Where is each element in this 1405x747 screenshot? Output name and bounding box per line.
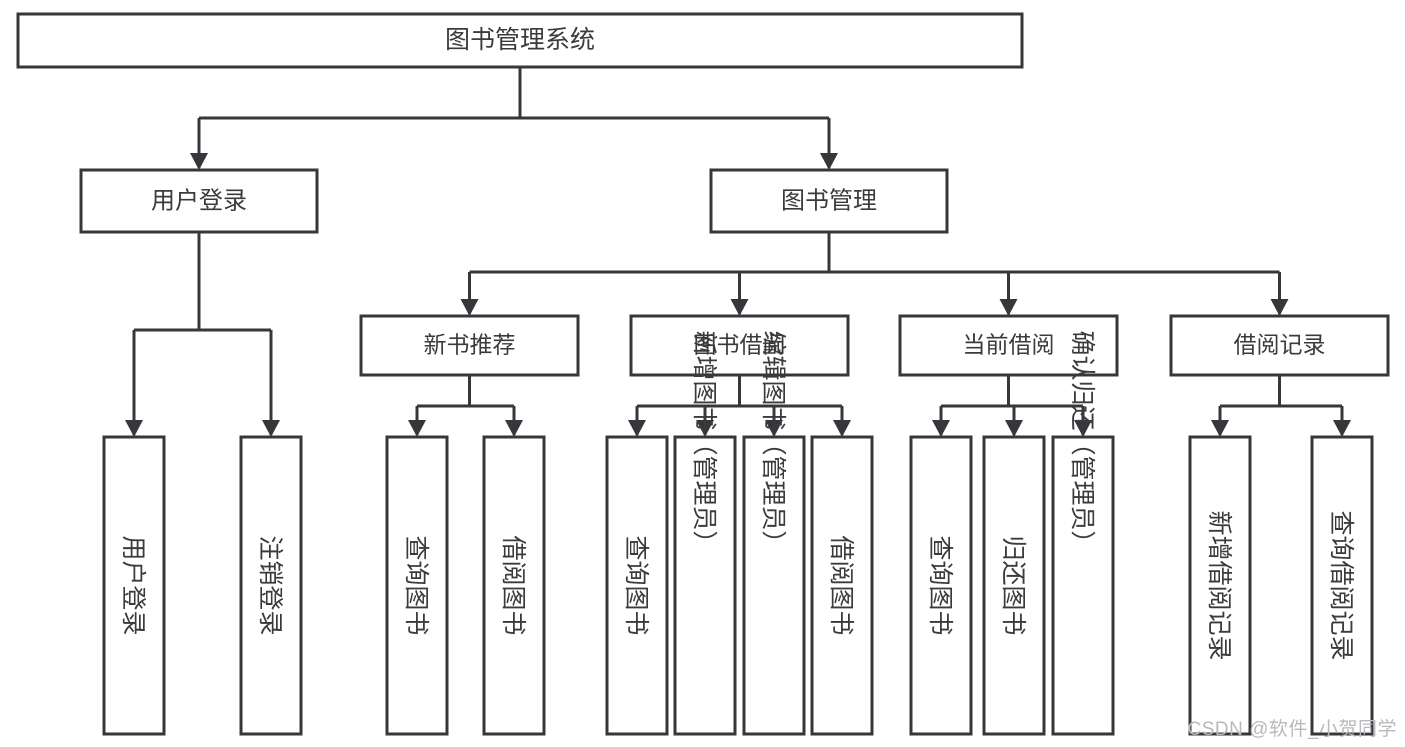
- node-leaf-return-book-box: [982, 435, 1046, 736]
- arrow-head-icon: [1270, 299, 1289, 316]
- node-leaf-query-record-label: 查询借阅记录: [1327, 510, 1355, 660]
- node-leaf-logout-box: [239, 435, 303, 736]
- arrow-head-icon: [262, 420, 280, 437]
- node-leaf-logout-label: 注销登录: [256, 535, 284, 635]
- node-user-login-label: 用户登录: [151, 187, 247, 214]
- node-leaf-borrow-book-2[interactable]: 借阅图书: [810, 435, 874, 736]
- node-borrow-record[interactable]: 借阅记录: [1169, 314, 1390, 377]
- node-leaf-edit-book-label: 编辑图书（管理员）: [759, 330, 787, 555]
- connector-layer: [125, 67, 1351, 437]
- node-leaf-add-book-label: 新增图书（管理员）: [690, 330, 718, 555]
- arrow-head-icon: [1211, 420, 1229, 437]
- node-borrow-record-label: 借阅记录: [1234, 332, 1326, 358]
- node-leaf-query-book-1-label: 查询图书: [402, 535, 430, 635]
- node-root-box: [16, 12, 1024, 69]
- node-leaf-edit-book-box: [742, 435, 806, 736]
- node-current-borrow-box: [898, 314, 1119, 377]
- node-leaf-query-book-3-label: 查询图书: [926, 535, 954, 635]
- node-current-borrow-label: 当前借阅: [963, 332, 1055, 358]
- arrow-head-icon: [820, 153, 838, 170]
- node-leaf-query-book-1[interactable]: 查询图书: [385, 435, 449, 736]
- node-current-borrow[interactable]: 当前借阅: [898, 314, 1119, 377]
- node-leaf-borrow-book-2-box: [810, 435, 874, 736]
- node-leaf-query-book-2-box: [605, 435, 669, 736]
- node-book-borrow[interactable]: 图书借阅: [629, 314, 850, 377]
- node-new-book-rec-label: 新书推荐: [424, 332, 516, 358]
- node-leaf-add-record[interactable]: 新增借阅记录: [1188, 435, 1252, 736]
- node-new-book-rec[interactable]: 新书推荐: [359, 314, 580, 377]
- arrow-head-icon: [628, 420, 646, 437]
- node-leaf-borrow-book-1-label: 借阅图书: [499, 535, 527, 635]
- node-leaf-add-book[interactable]: 新增图书（管理员）: [673, 330, 737, 736]
- arrow-head-icon: [1074, 420, 1092, 437]
- node-book-borrow-label: 图书借阅: [694, 332, 786, 358]
- node-leaf-query-book-2[interactable]: 查询图书: [605, 435, 669, 736]
- node-leaf-user-login[interactable]: 用户登录: [102, 435, 166, 736]
- arrow-head-icon: [1333, 420, 1351, 437]
- node-layer: 图书管理系统用户登录图书管理新书推荐图书借阅当前借阅借阅记录用户登录注销登录查询…: [16, 12, 1390, 736]
- node-leaf-user-login-box: [102, 435, 166, 736]
- node-book-manage-box: [709, 168, 949, 234]
- node-leaf-borrow-book-1-box: [482, 435, 546, 736]
- node-leaf-edit-book[interactable]: 编辑图书（管理员）: [742, 330, 806, 736]
- arrow-head-icon: [730, 299, 749, 316]
- node-borrow-record-box: [1169, 314, 1390, 377]
- arrow-head-icon: [765, 420, 783, 437]
- arrow-head-icon: [1005, 420, 1023, 437]
- arrow-head-icon: [460, 299, 479, 316]
- arrow-head-icon: [505, 420, 523, 437]
- node-leaf-borrow-book-2-label: 借阅图书: [827, 535, 855, 635]
- node-leaf-user-login-label: 用户登录: [119, 535, 147, 635]
- node-leaf-return-book-label: 归还图书: [999, 535, 1027, 635]
- arrow-head-icon: [190, 153, 208, 170]
- node-leaf-query-record-box: [1310, 435, 1374, 736]
- node-leaf-confirm-return-label: 确认归还（管理员）: [1068, 330, 1096, 555]
- node-book-borrow-box: [629, 314, 850, 377]
- arrow-head-icon: [408, 420, 426, 437]
- node-leaf-query-book-3[interactable]: 查询图书: [909, 435, 973, 736]
- arrow-head-icon: [696, 420, 714, 437]
- arrow-head-icon: [999, 299, 1018, 316]
- node-leaf-add-record-box: [1188, 435, 1252, 736]
- node-leaf-query-book-1-box: [385, 435, 449, 736]
- node-root-label: 图书管理系统: [445, 26, 595, 54]
- node-root[interactable]: 图书管理系统: [16, 12, 1024, 69]
- node-leaf-logout[interactable]: 注销登录: [239, 435, 303, 736]
- node-leaf-confirm-return[interactable]: 确认归还（管理员）: [1051, 330, 1115, 736]
- node-user-login-box: [79, 168, 319, 234]
- node-user-login[interactable]: 用户登录: [79, 168, 319, 234]
- node-leaf-return-book[interactable]: 归还图书: [982, 435, 1046, 736]
- node-leaf-add-record-label: 新增借阅记录: [1205, 510, 1233, 660]
- node-leaf-query-record[interactable]: 查询借阅记录: [1310, 435, 1374, 736]
- node-leaf-add-book-box: [673, 435, 737, 736]
- arrow-head-icon: [833, 420, 851, 437]
- arrow-head-icon: [932, 420, 950, 437]
- node-book-manage[interactable]: 图书管理: [709, 168, 949, 234]
- arrow-head-icon: [125, 420, 143, 437]
- watermark-text: CSDN @软件_小贺同学: [1187, 719, 1397, 740]
- node-leaf-query-book-3-box: [909, 435, 973, 736]
- node-leaf-confirm-return-box: [1051, 435, 1115, 736]
- node-book-manage-label: 图书管理: [781, 187, 877, 214]
- node-leaf-query-book-2-label: 查询图书: [622, 535, 650, 635]
- node-new-book-rec-box: [359, 314, 580, 377]
- node-leaf-borrow-book-1[interactable]: 借阅图书: [482, 435, 546, 736]
